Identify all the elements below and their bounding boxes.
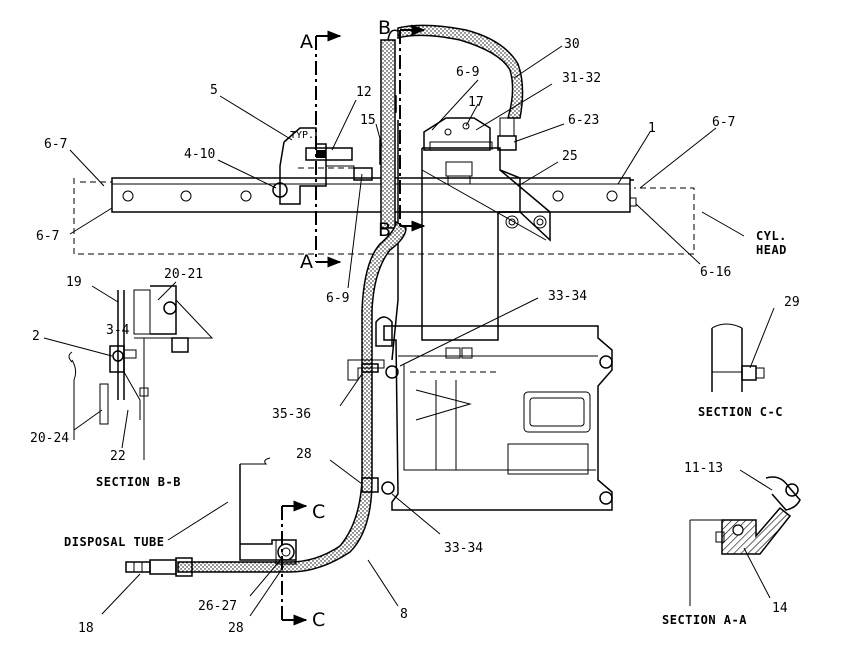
section-mark-a-top: A (300, 31, 313, 53)
callout-20-21: 20-21 (164, 267, 203, 282)
section-mark-c-bottom: C (312, 609, 325, 631)
callout-33-34-top: 33-34 (548, 289, 587, 304)
caption-section-aa: SECTION A-A (662, 613, 747, 627)
section-mark-a-bottom: A (300, 251, 313, 273)
callout-1: 1 (648, 121, 656, 136)
caption-section-bb: SECTION B-B (96, 475, 181, 489)
valve-cover-rail (111, 177, 637, 213)
callout-20-24: 20-24 (30, 431, 69, 446)
caption-section-cc: SECTION C-C (698, 405, 783, 419)
callout-19: 19 (66, 275, 82, 290)
callout-22: 22 (110, 449, 126, 464)
section-line-c (281, 500, 308, 626)
section-aa-view (689, 476, 801, 606)
callout-4-10: 4-10 (184, 147, 215, 162)
callout-6-7-right: 6-7 (712, 115, 735, 130)
callout-2: 2 (32, 329, 40, 344)
section-mark-b-top: B (378, 17, 391, 39)
callout-31-32: 31-32 (562, 71, 601, 86)
callout-33-34-bottom: 33-34 (444, 541, 483, 556)
callout-12: 12 (356, 85, 372, 100)
section-line-a (315, 30, 342, 268)
caption-cyl-head-line1: CYL. (756, 229, 787, 243)
callout-25: 25 (562, 149, 578, 164)
breather-body (421, 141, 551, 341)
caption-typ: TYP. (290, 130, 314, 141)
callout-6-23: 6-23 (568, 113, 599, 128)
tube-clamp (239, 457, 297, 565)
section-bb-view (68, 285, 214, 460)
caption-cyl-head-line2: HEAD (756, 243, 787, 257)
left-fitting-bracket (272, 95, 397, 205)
hose-30 (397, 24, 524, 119)
section-marks: A A B B C C (300, 17, 391, 631)
callout-6-16: 6-16 (700, 265, 731, 280)
callout-6-9-bottom: 6-9 (326, 291, 349, 306)
section-cc-view (711, 323, 765, 392)
callout-35-36: 35-36 (272, 407, 311, 422)
callout-14: 14 (772, 601, 788, 616)
captions: SECTION A-A SECTION B-B SECTION C-C DISP… (64, 130, 787, 627)
top-fitting-cluster (423, 117, 517, 151)
callout-26-27: 26-27 (198, 599, 237, 614)
callout-labels: 1 2 3-4 4-10 5 6-7 6-7 6-7 6-9 6-9 6-16 … (30, 37, 800, 636)
callout-6-7-left-bottom: 6-7 (36, 229, 59, 244)
callout-17: 17 (468, 95, 484, 110)
callout-15: 15 (360, 113, 376, 128)
callout-6-7-left-top: 6-7 (44, 137, 67, 152)
disposal-tube-end (125, 557, 193, 577)
housing-block (347, 316, 613, 511)
callout-8: 8 (400, 607, 408, 622)
callout-18: 18 (78, 621, 94, 636)
leader-lines (43, 45, 775, 617)
caption-disposal-tube: DISPOSAL TUBE (64, 535, 164, 549)
callout-3-4: 3-4 (106, 323, 130, 338)
callout-30: 30 (564, 37, 580, 52)
section-line-b (399, 24, 426, 232)
callout-28-bottom: 28 (228, 621, 244, 636)
main-assembly (73, 24, 695, 577)
callout-5: 5 (210, 83, 218, 98)
callout-28-tube: 28 (296, 447, 312, 462)
callout-11-13: 11-13 (684, 461, 723, 476)
riser-hose (380, 39, 396, 229)
tube-8 (177, 220, 407, 573)
callout-6-9-top: 6-9 (456, 65, 479, 80)
cylinder-head-outline (73, 178, 695, 255)
section-mark-c-top: C (312, 501, 325, 523)
section-mark-b-bottom: B (378, 219, 391, 241)
callout-29: 29 (784, 295, 800, 310)
